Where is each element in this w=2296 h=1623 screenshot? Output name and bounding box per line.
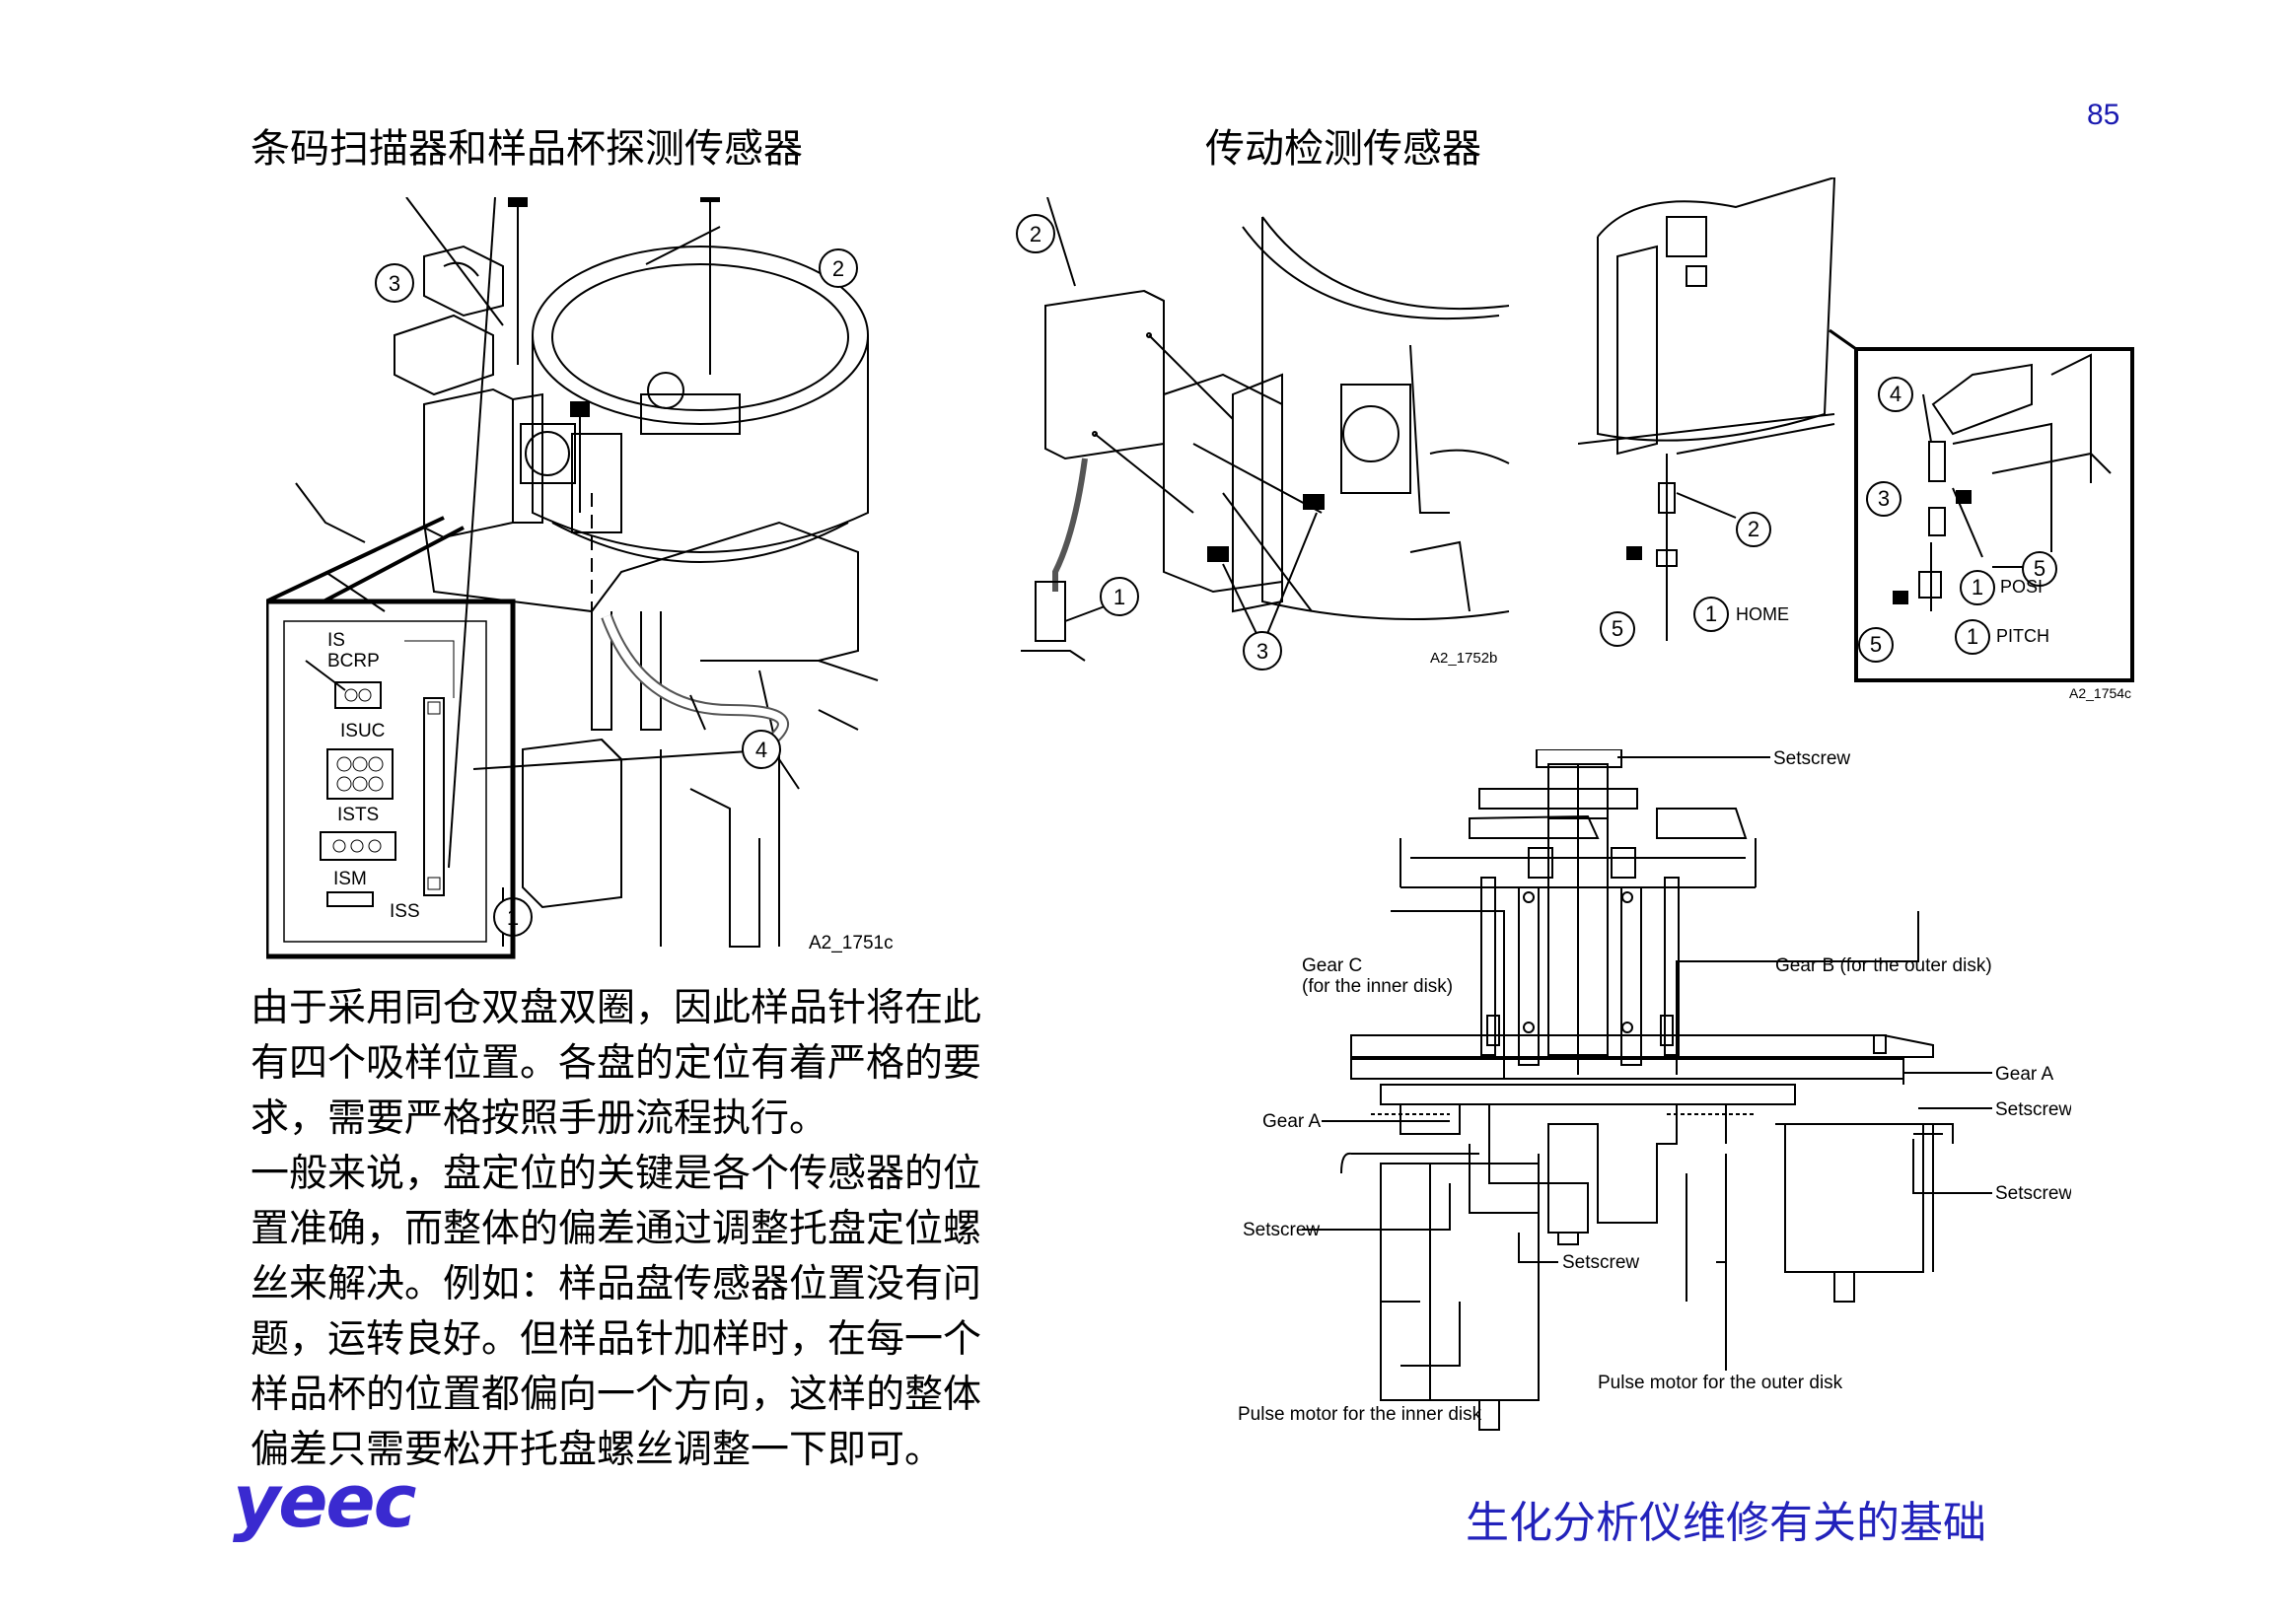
mid-callout-1: 1 xyxy=(1113,585,1125,609)
callout-4: 4 xyxy=(755,738,767,762)
label-gear-b: Gear B (for the outer disk) xyxy=(1775,955,1992,976)
label-pitch: PITCH xyxy=(1996,626,2049,646)
right-callout-2: 2 xyxy=(1748,517,1759,541)
figure-code-mid: A2_1752b xyxy=(1430,650,1497,667)
gear-motor-diagram: Setscrew Gear C (for the inner disk) Gea… xyxy=(1238,749,2071,1431)
label-gear-c: Gear C xyxy=(1302,955,1362,976)
label-setscrew-right2: Setscrew xyxy=(1995,1183,2071,1204)
paragraph-line: 偏差只需要松开托盘螺丝调整一下即可。 xyxy=(251,1428,944,1472)
figure-code-left: A2_1751c xyxy=(809,933,894,953)
label-setscrew-left: Setscrew xyxy=(1243,1220,1320,1240)
callout-3: 3 xyxy=(389,271,400,296)
callout-2: 2 xyxy=(832,256,844,281)
position-sensor-diagram: 2 5 1 4 3 5 1 5 1 HOME POSI PITCH A2_175… xyxy=(1578,177,2134,701)
figure-code-right: A2_1754c xyxy=(2069,685,2131,701)
label-pulse-outer: Pulse motor for the outer disk xyxy=(1598,1373,1843,1393)
inset-label-isuc: ISUC xyxy=(340,721,385,741)
heading-barcode-sensor: 条码扫描器和样品杯探测传感器 xyxy=(251,126,803,172)
footer-title: 生化分析仪维修有关的基础 xyxy=(1466,1498,1986,1548)
paragraph-line: 一般来说，盘定位的关键是各个传感器的位 xyxy=(251,1152,982,1196)
inset-label-ists: ISTS xyxy=(337,805,379,825)
paragraph-line: 置准确，而整体的偏差通过调整托盘定位螺 xyxy=(251,1207,982,1251)
yeec-logo: yeec xyxy=(233,1459,416,1544)
heading-drive-sensor: 传动检测传感器 xyxy=(1205,126,1481,172)
paragraph-line: 样品杯的位置都偏向一个方向，这样的整体 xyxy=(251,1373,982,1417)
inset-label-bcrp: BCRP xyxy=(327,651,380,671)
paragraph-line: 丝来解决。例如：样品盘传感器位置没有问 xyxy=(251,1262,982,1306)
paragraph-line: 有四个吸样位置。各盘的定位有着严格的要 xyxy=(251,1041,982,1086)
label-home: HOME xyxy=(1736,604,1789,624)
label-posi: POSI xyxy=(2000,577,2043,597)
drive-sensor-diagram: 2 1 3 A2_1752b xyxy=(1016,197,1510,670)
right-callout-5: 5 xyxy=(1612,616,1623,641)
inset-label-ism: ISM xyxy=(333,869,367,889)
inset-callout-5a: 5 xyxy=(2034,556,2045,581)
connector-inset: IS BCRP ISUC ISTS ISM ISS xyxy=(266,516,516,959)
right-callout-1: 1 xyxy=(1705,601,1717,626)
label-gear-a-left: Gear A xyxy=(1262,1111,1321,1132)
inset-label-is: IS xyxy=(327,630,345,651)
label-setscrew-right1: Setscrew xyxy=(1995,1099,2071,1120)
label-setscrew-top: Setscrew xyxy=(1773,749,1850,769)
label-pulse-inner: Pulse motor for the inner disk xyxy=(1238,1404,1482,1425)
inset-callout-5b: 5 xyxy=(1870,632,1882,657)
label-setscrew-mid: Setscrew xyxy=(1562,1252,1639,1273)
inset-callout-3: 3 xyxy=(1878,486,1890,511)
mid-callout-3: 3 xyxy=(1256,639,1268,664)
barcode-sensor-diagram: 3 2 4 1 A2_1751c xyxy=(295,197,894,953)
label-gear-a-right: Gear A xyxy=(1995,1064,2053,1085)
label-gear-c-note: (for the inner disk) xyxy=(1302,976,1453,997)
inset-callout-4: 4 xyxy=(1890,382,1901,406)
paragraph-line: 题，运转良好。但样品针加样时，在每一个 xyxy=(251,1317,982,1362)
inset-callout-1a: 1 xyxy=(1972,575,1983,600)
inset-callout-1b: 1 xyxy=(1967,624,1978,649)
mid-callout-2: 2 xyxy=(1030,222,1041,247)
body-text: 由于采用同仓双盘双圈，因此样品针将在此 有四个吸样位置。各盘的定位有着严格的要 … xyxy=(251,981,1118,1478)
paragraph-line: 由于采用同仓双盘双圈，因此样品针将在此 xyxy=(251,986,982,1030)
page-number: 85 xyxy=(2087,99,2120,131)
inset-label-iss: ISS xyxy=(390,901,420,922)
paragraph-line: 求，需要严格按照手册流程执行。 xyxy=(251,1096,828,1141)
